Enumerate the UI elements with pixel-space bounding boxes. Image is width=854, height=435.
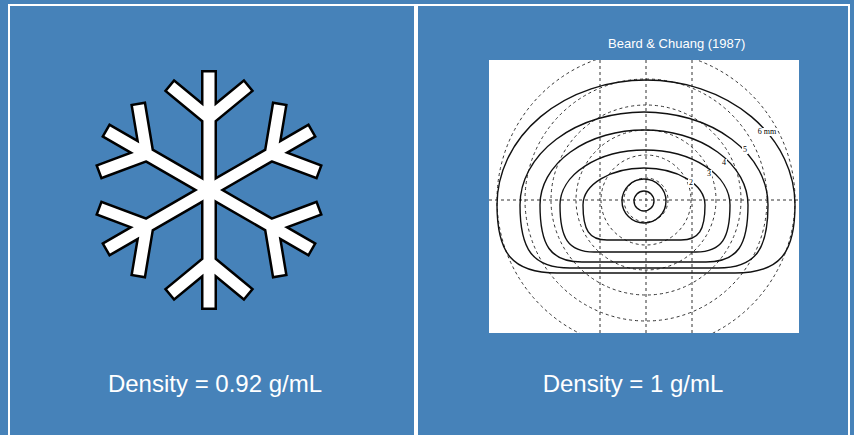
size-label: 4 xyxy=(721,159,727,167)
size-label: 6 mm xyxy=(757,128,777,136)
size-label: 3 xyxy=(706,170,712,178)
panel: Density = 0.92 g/mL xyxy=(8,4,416,435)
panel: Beard & Chuang (1987) Density = 1 g/mL xyxy=(416,4,850,435)
size-label: 5 xyxy=(742,146,748,154)
density-label: Density = 0.92 g/mL xyxy=(108,370,322,398)
size-label: 2 xyxy=(688,179,694,187)
raindrop-figure xyxy=(489,51,799,349)
snowflake-icon xyxy=(95,78,323,302)
density-label: Density = 1 g/mL xyxy=(543,370,724,398)
source-label: Beard & Chuang (1987) xyxy=(608,37,745,52)
